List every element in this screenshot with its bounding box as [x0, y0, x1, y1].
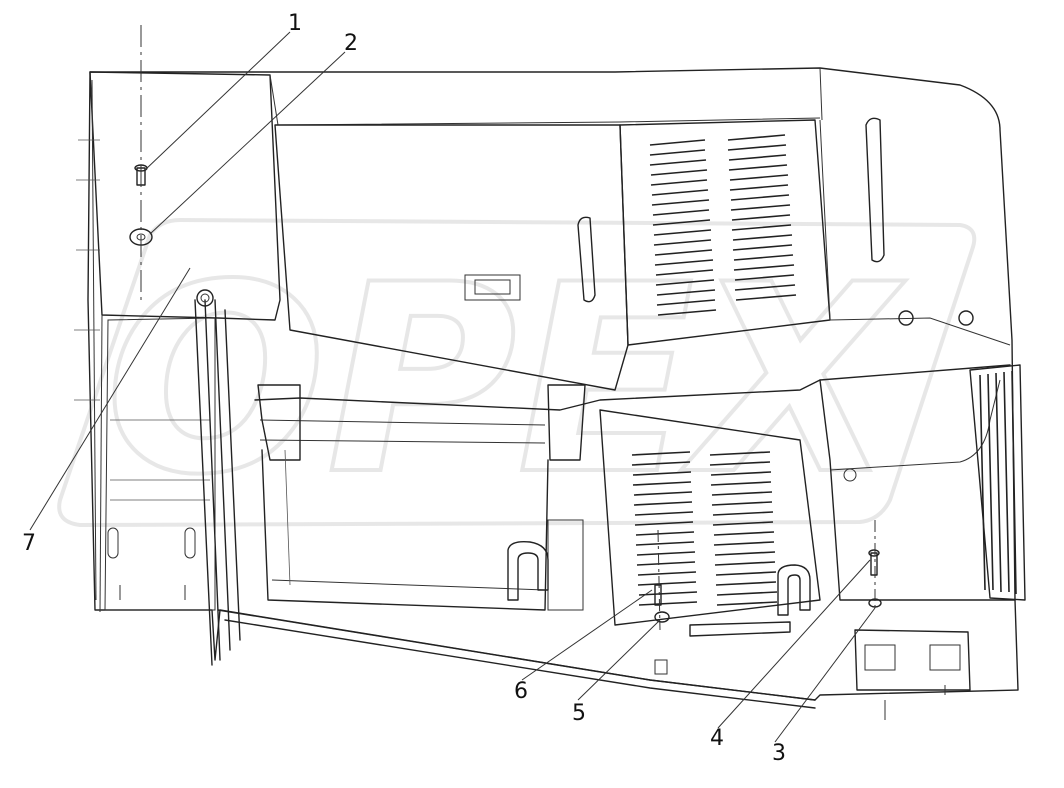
callout-2: 2 [344, 31, 358, 56]
watermark: OPEX [57, 217, 977, 534]
callout-7: 7 [22, 531, 36, 556]
callout-4: 4 [710, 726, 724, 751]
leader-lines [29, 31, 876, 743]
watermark-text: OPEX [105, 230, 905, 532]
housing [74, 67, 1026, 720]
parts [129, 25, 882, 631]
callout-6: 6 [514, 679, 528, 704]
callout-1: 1 [288, 11, 302, 36]
callouts: 1 2 3 4 5 6 7 [22, 11, 786, 766]
lower-grille [631, 451, 778, 606]
callout-5: 5 [572, 701, 586, 726]
upper-grille [649, 134, 797, 316]
callout-3: 3 [772, 741, 786, 766]
